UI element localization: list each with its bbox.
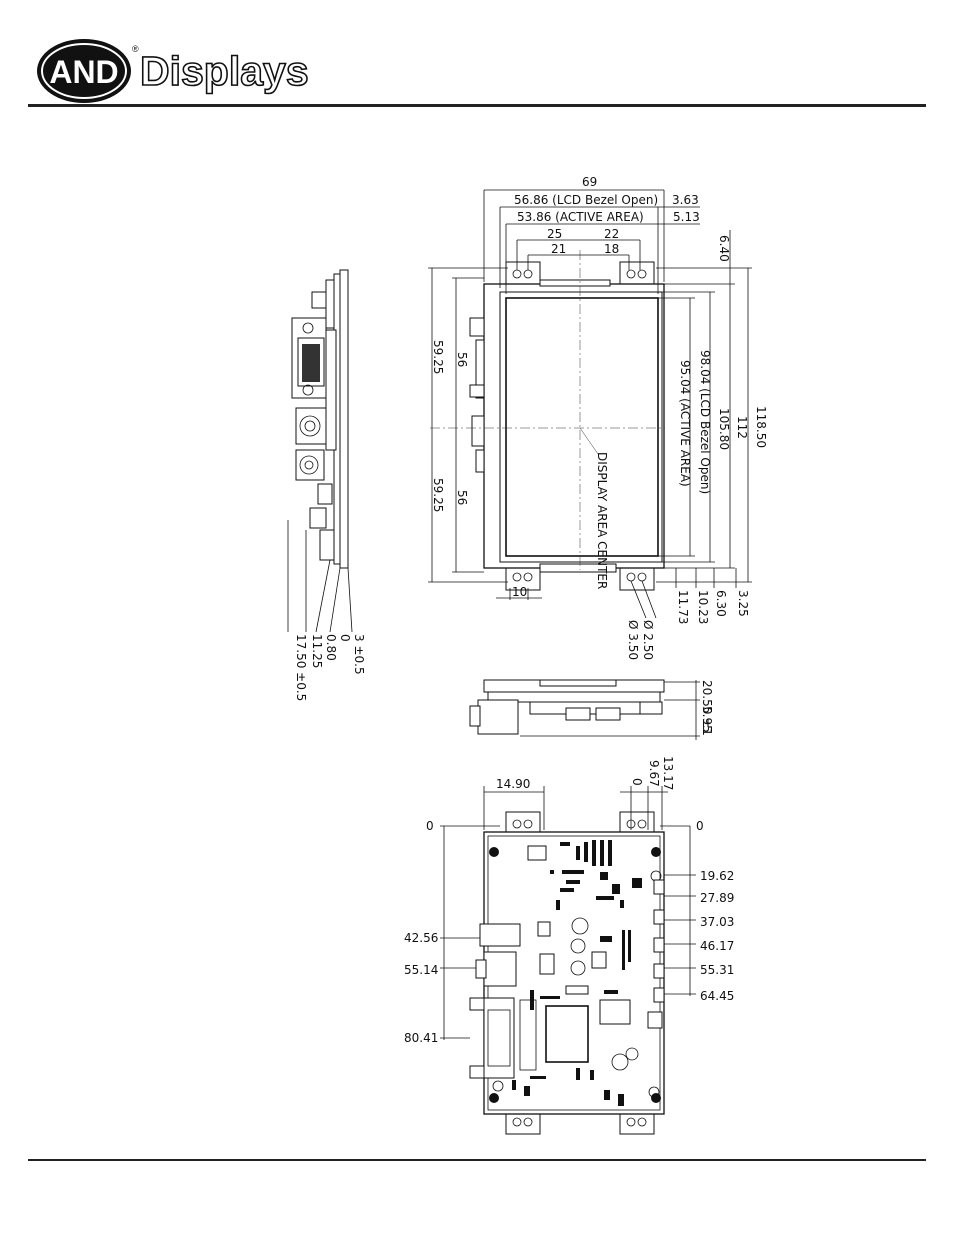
dim-112: 112 — [735, 416, 749, 439]
mount-tab-top-right — [619, 261, 655, 287]
bottom-view: 20.50 ±1 5.95 — [469, 679, 714, 740]
dim-69: 69 — [582, 175, 597, 189]
hole-dia-3-50: Ø 3.50 — [626, 620, 640, 660]
rear-view: 14.90 13.17 9.67 0 0 0 42.56 55.14 80.41… — [404, 756, 734, 1135]
dim-42-56: 42.56 — [404, 931, 438, 945]
hole-dia-2-50: Ø 2.50 — [641, 620, 655, 660]
dim-46-17: 46.17 — [700, 939, 734, 953]
dim-55-31: 55.31 — [700, 963, 734, 977]
dim-lcd-bezel-open-w: 56.86 (LCD Bezel Open) — [514, 193, 658, 207]
main-ic — [545, 1005, 589, 1063]
dim-105-80: 105.80 — [717, 408, 731, 450]
dim-3-63: 3.63 — [672, 193, 699, 207]
dim-118-50: 118.50 — [754, 406, 768, 448]
dim-17-50: 17.50 ±0.5 — [294, 634, 308, 701]
dim-10: 10 — [512, 585, 527, 599]
and-displays-logo: AND ® Displays — [36, 38, 336, 104]
dim-11-73: 11.73 — [676, 590, 690, 624]
dim-6-30: 6.30 — [714, 590, 728, 617]
rear-connector-1 — [479, 923, 521, 947]
dim-19-62: 19.62 — [700, 869, 734, 883]
dim-21: 21 — [551, 242, 566, 256]
dim-5-95: 5.95 — [700, 706, 714, 733]
dim-55-14: 55.14 — [404, 963, 438, 977]
rear-vga-connector — [483, 997, 515, 1079]
dim-rear-0-top: 0 — [630, 778, 644, 786]
footer-rule — [28, 1159, 926, 1161]
dim-rear-0-right: 0 — [696, 819, 704, 833]
dim-5-13: 5.13 — [673, 210, 700, 224]
logo-badge-text: AND — [49, 54, 118, 90]
dim-59-25-bottom: 59.25 — [431, 478, 445, 512]
dim-59-25-top: 59.25 — [431, 340, 445, 374]
dim-10-23: 10.23 — [696, 590, 710, 624]
dim-side-0: 0 — [338, 634, 352, 642]
dim-20-50: 20.50 ±1 — [700, 680, 714, 736]
bottom-connector — [477, 699, 519, 735]
dim-13-17: 13.17 — [661, 756, 675, 790]
dim-3-25: 3.25 — [736, 590, 750, 617]
dim-25: 25 — [547, 227, 562, 241]
front-view: DISPLAY AREA CENTER 69 56.86 (LCD Bezel … — [428, 175, 768, 660]
dim-22: 22 — [604, 227, 619, 241]
mount-tab-top-left — [505, 261, 541, 287]
dim-rear-0-left: 0 — [426, 819, 434, 833]
dim-37-03: 37.03 — [700, 915, 734, 929]
dim-80-41: 80.41 — [404, 1031, 438, 1045]
active-area — [505, 297, 659, 557]
dim-active-area-w: 53.86 (ACTIVE AREA) — [517, 210, 644, 224]
logo-wordmark: Displays — [140, 48, 309, 94]
side-power-jack — [295, 407, 329, 445]
header-rule — [28, 104, 926, 107]
lcd-bezel-open — [499, 291, 663, 563]
dim-56-top: 56 — [455, 352, 469, 367]
dim-6-40: 6.40 — [717, 235, 731, 262]
dim-9-67: 9.67 — [647, 760, 661, 787]
dim-active-area-h: 95.04 (ACTIVE AREA) — [678, 360, 692, 487]
side-front-panel — [339, 269, 349, 569]
rear-connector-2 — [483, 951, 517, 987]
dim-18: 18 — [604, 242, 619, 256]
dim-11-25: 11.25 — [310, 634, 324, 668]
dim-0-80: 0.80 — [324, 634, 338, 661]
dim-27-89: 27.89 — [700, 891, 734, 905]
module-outline — [483, 283, 665, 569]
dim-3-pm-0-5: 3 ±0.5 — [352, 634, 366, 675]
mount-tab-bottom-right — [619, 565, 655, 591]
dim-56-bottom: 56 — [455, 490, 469, 505]
dim-14-90: 14.90 — [496, 777, 530, 791]
registered-mark: ® — [132, 44, 139, 54]
dim-64-45: 64.45 — [700, 989, 734, 1003]
dim-lcd-bezel-open-h: 98.04 (LCD Bezel Open) — [698, 350, 712, 494]
side-view: 3 ±0.5 0 0.80 11.25 17.50 ±0.5 — [287, 269, 366, 701]
display-area-center-note: DISPLAY AREA CENTER — [595, 452, 609, 589]
